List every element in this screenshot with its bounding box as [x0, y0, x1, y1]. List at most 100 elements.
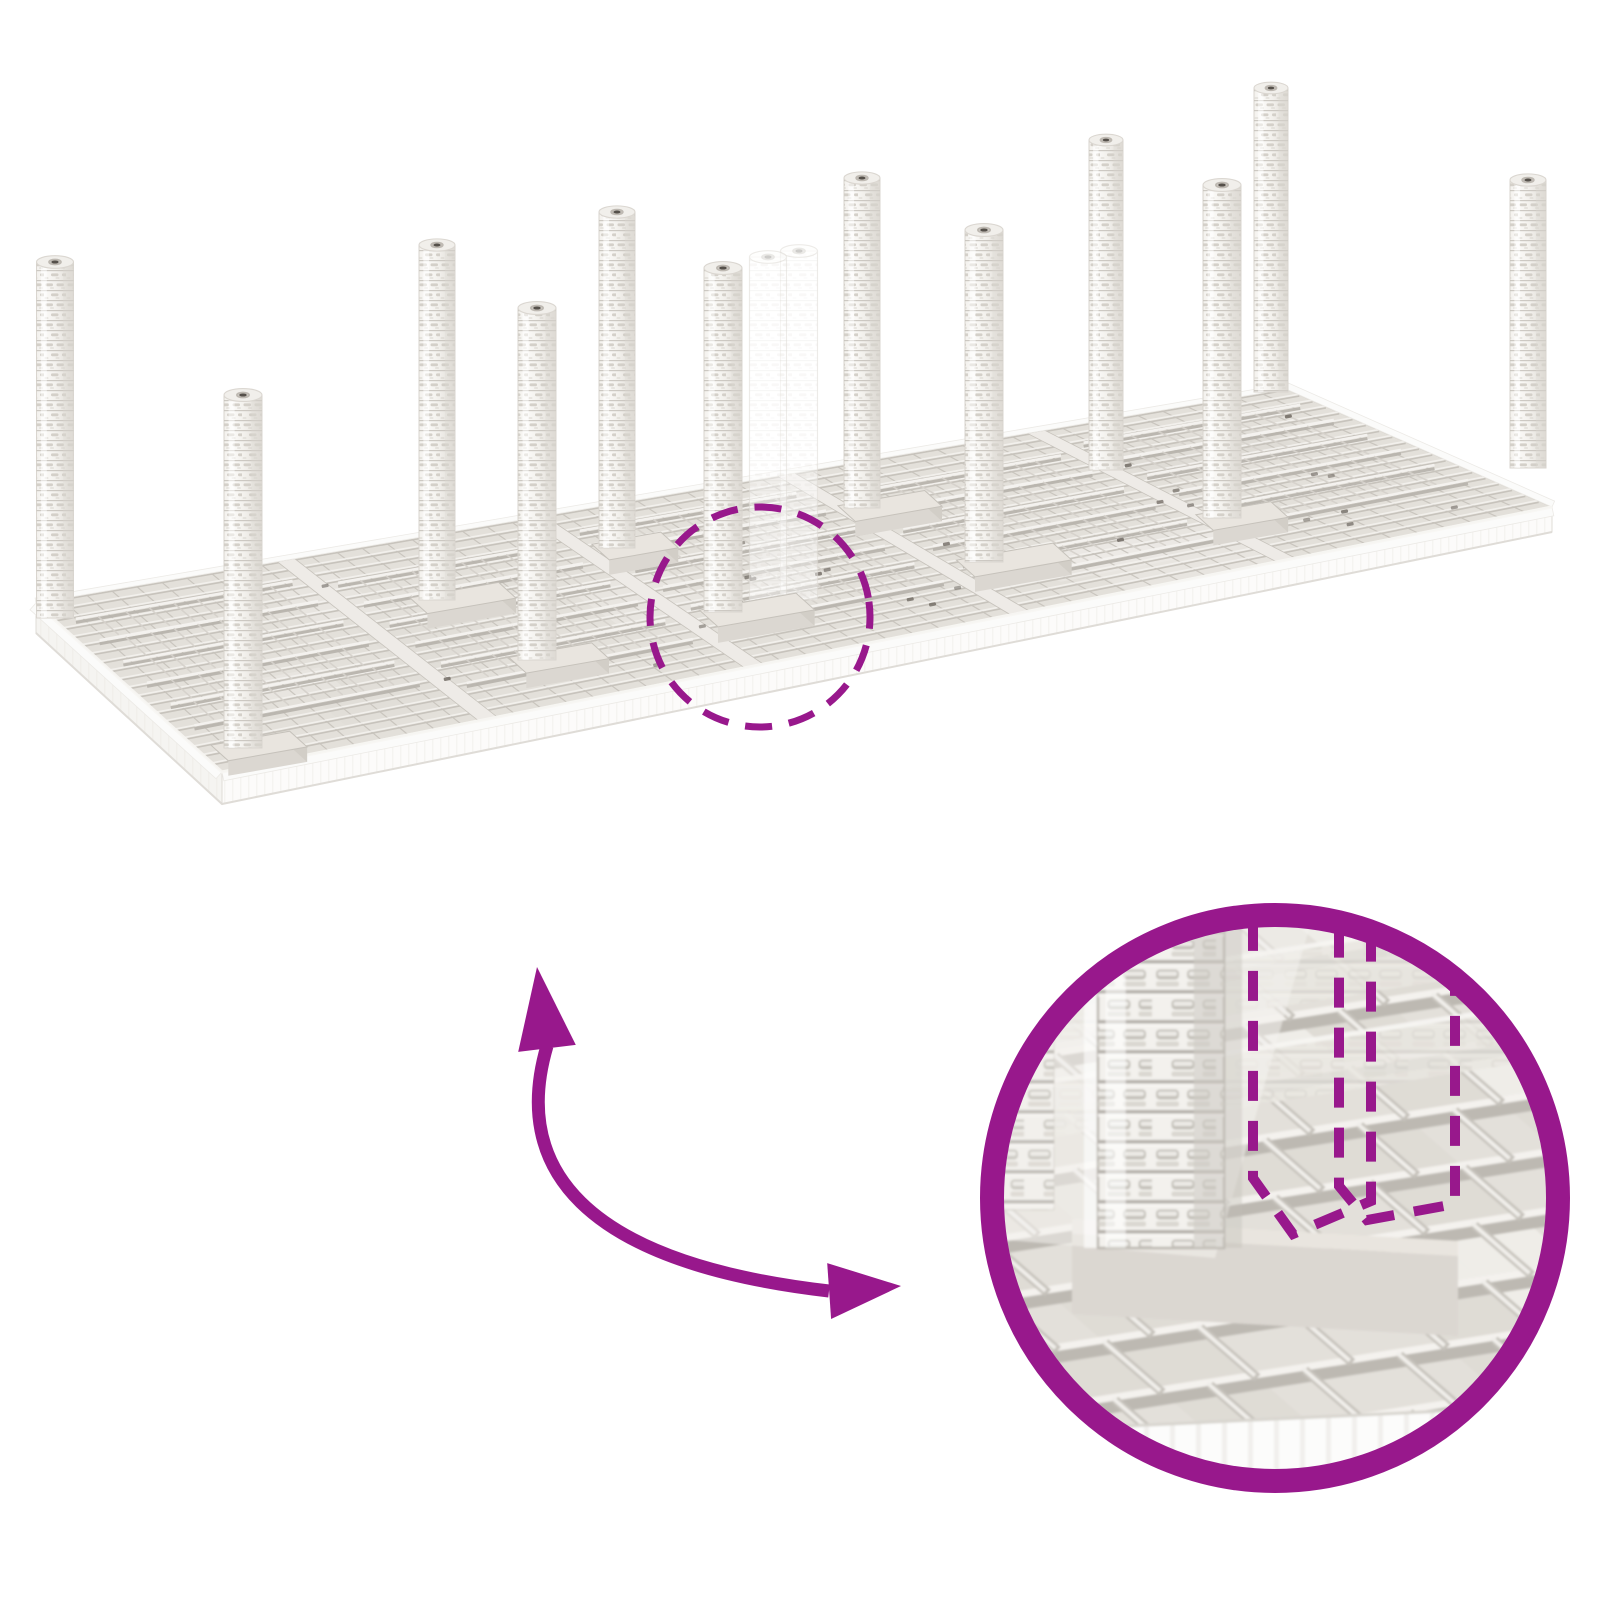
- arrowhead-up-icon: [518, 967, 576, 1052]
- magnified-detail-part: [886, 1201, 943, 1251]
- magnified-detail-part: [569, 1072, 626, 1122]
- magnified-detail-part: [1577, 1266, 1600, 1316]
- base-grid-part: [1132, 509, 1161, 526]
- magnified-detail-part: [674, 1114, 731, 1164]
- magnified-detail-part: [704, 1286, 761, 1336]
- magnified-detail-part: [1519, 926, 1547, 974]
- base-grid-part: [902, 486, 1125, 530]
- base-grid-part: [1340, 440, 1370, 456]
- base-grid-part: [438, 639, 463, 658]
- base-grid-part: [681, 536, 708, 555]
- peg-front-left-part: [251, 395, 262, 748]
- peg-back-center-part: [624, 212, 635, 548]
- base-grid-part: [1103, 514, 1132, 531]
- magnified-detail-part: [1567, 1208, 1600, 1258]
- magnified-detail-part: [779, 1156, 836, 1206]
- peg-front-left-corner-part: [48, 258, 62, 266]
- base-grid-part: [865, 573, 893, 591]
- peg-front-right-part: [1215, 181, 1229, 189]
- base-grid-part: [1146, 437, 1368, 481]
- base-rim-part: [35, 531, 1553, 806]
- ghost-peg-left: [748, 250, 788, 607]
- magnified-detail-part: [1003, 1010, 1012, 1067]
- peg-highlighted-part: [698, 592, 816, 628]
- magnified-detail-part: [751, 986, 808, 1036]
- arrowhead-right-icon: [827, 1263, 901, 1319]
- ghost-peg-outline-2: [1334, 927, 1460, 1226]
- zoom-callout: [464, 903, 1600, 1493]
- base-grid-part: [170, 679, 193, 699]
- base-grid-part: [837, 578, 864, 596]
- peg-front-mid-right-part: [969, 230, 976, 562]
- base-grid-part: [460, 561, 486, 580]
- base-grid-part: [1034, 460, 1063, 477]
- peg-front-right-part: [1218, 183, 1226, 187]
- peg-front-right-part: [1230, 185, 1241, 518]
- base-grid-part: [371, 666, 395, 686]
- base-grid-part: [859, 551, 887, 568]
- peg-back-mid-part: [848, 178, 855, 508]
- magnified-detail-part: [1500, 1393, 1547, 1447]
- base-grid-part: [1301, 469, 1331, 485]
- peg-back-mid-right-part: [1099, 136, 1113, 144]
- base-grid-part: [267, 610, 290, 630]
- magnified-detail-part: [1577, 958, 1600, 1023]
- magnified-detail-part: [896, 1258, 953, 1308]
- magnified-detail-part: [1539, 1023, 1547, 1089]
- base-grid-part: [443, 676, 451, 681]
- magnified-detail-part: [759, 1042, 816, 1092]
- base-grid-part: [491, 653, 516, 673]
- base-grid-part: [148, 657, 171, 678]
- base-grid-part: [1139, 455, 1168, 471]
- base-grid-part: [1259, 433, 1289, 449]
- magnified-detail-part: [1450, 1107, 1511, 1160]
- peg-back-mid-part: [855, 174, 869, 182]
- magnified-detail-part: [821, 1388, 878, 1438]
- base-grid-part: [414, 618, 438, 638]
- peg-back-right-far-part: [1521, 176, 1535, 184]
- magnified-detail-part: [1515, 926, 1547, 973]
- base-grid-part: [1252, 478, 1282, 494]
- magnified-detail-part: [818, 1386, 875, 1436]
- base-grid-part: [928, 602, 937, 607]
- base-grid-part: [889, 568, 916, 586]
- magnified-detail-part: [856, 1029, 913, 1079]
- magnified-detail-part: [1541, 1317, 1547, 1383]
- base-grid-part: [591, 634, 616, 653]
- magnified-detail-part: [1460, 1164, 1521, 1218]
- peg-back-mid-right: [1088, 133, 1124, 471]
- base-rim-part: [1285, 382, 1556, 508]
- base-grid-part: [914, 481, 942, 499]
- base-grid-part: [1113, 535, 1142, 552]
- magnified-detail-part: [579, 1129, 636, 1179]
- base-rim-part: [34, 505, 1553, 774]
- base-grid-part: [149, 631, 172, 652]
- base-grid-part: [1450, 505, 1458, 510]
- magnified-detail-part: [853, 1027, 910, 1077]
- magnified-detail-part: [1470, 1221, 1531, 1275]
- base-grid-part: [203, 495, 1526, 758]
- base-grid-part: [270, 635, 294, 655]
- base-grid-part: [385, 575, 409, 594]
- magnified-detail-part: [467, 1031, 524, 1081]
- magnified-detail-part: [1017, 1411, 1081, 1469]
- magnified-detail-part: [769, 1099, 826, 1149]
- base-grid-part: [170, 653, 193, 674]
- base-grid-part: [1291, 449, 1322, 465]
- peg-back-mid-right-part: [1102, 138, 1110, 142]
- base-grid-part: [341, 672, 365, 692]
- magnified-detail-part: [464, 1029, 521, 1079]
- base-grid-part: [1014, 464, 1043, 481]
- peg-back-mid: [836, 171, 944, 537]
- magnified-detail-part: [866, 1086, 923, 1136]
- base-grid-part: [359, 579, 383, 599]
- peg-front-mid-right-part: [975, 559, 1072, 592]
- ghost-peg-left-part: [761, 253, 775, 261]
- ghost-peg-left-part: [764, 255, 772, 259]
- magnified-detail-part: [771, 1101, 828, 1151]
- zoom-circle-ring: [980, 903, 1570, 1493]
- base-grid-part: [125, 610, 148, 631]
- base-grid-part: [1161, 526, 1190, 542]
- magnified-detail-part: [1569, 1210, 1600, 1260]
